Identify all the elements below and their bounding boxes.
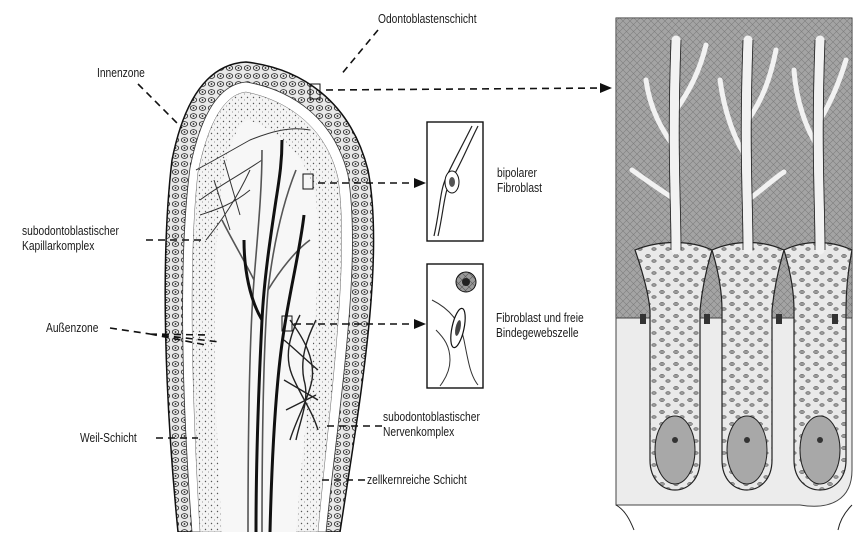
inset-bipolar-fibroblast (427, 122, 483, 241)
label-capillary-complex: subodontoblastischer Kapillarkomplex (22, 224, 119, 254)
label-odontoblast-layer: Odontoblastenschicht (378, 12, 477, 27)
label-weil-layer: Weil-Schicht (80, 431, 137, 446)
inset-fibroblast-free-cell (427, 264, 483, 388)
label-outer-zone: Außenzone (46, 321, 98, 336)
label-nerve-complex: subodontoblastischer Nervenkomplex (383, 410, 480, 440)
label-inner-zone: Innenzone (97, 66, 145, 81)
label-fibroblast-free-cell: Fibroblast und freie Bindegewebszelle (496, 311, 584, 341)
label-cell-rich-layer: zellkernreiche Schicht (367, 473, 467, 488)
pulp-section (165, 62, 373, 532)
odontoblast-detail (616, 18, 852, 530)
label-bipolar-fibroblast: bipolarer Fibroblast (497, 166, 542, 196)
